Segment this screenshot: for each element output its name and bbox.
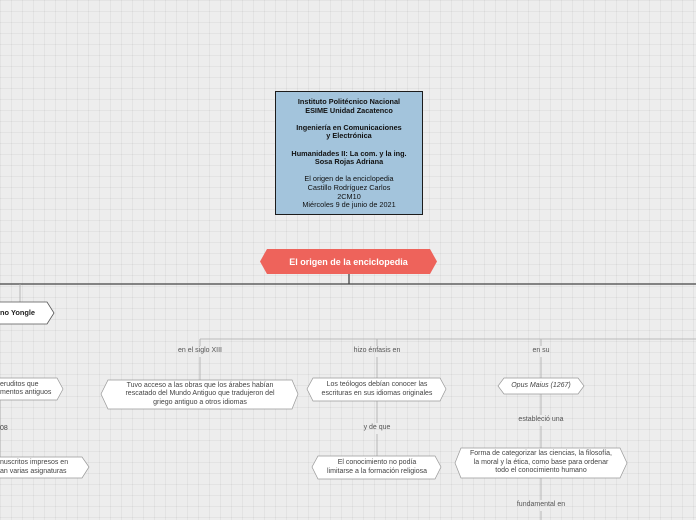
su-connector2-label: fundamental en: [516, 501, 566, 508]
course-name: Humanidades II: La com. y la ing.: [291, 148, 407, 158]
left-main-node[interactable]: no Yongle: [0, 307, 36, 317]
central-connector: [0, 274, 696, 285]
left-fragment-text: 08: [0, 424, 8, 432]
left-child1-outline: [0, 377, 64, 401]
forma-node-line2: la moral y la ética, como base para orde…: [473, 458, 609, 466]
enfasis-node2-line1: El conocimiento no podía: [337, 459, 417, 466]
left-child2-outline: [0, 456, 90, 479]
su-edge-label: en su: [532, 347, 550, 354]
left-child1-node[interactable]: eruditos que mentos antiguos: [0, 378, 58, 400]
group-name: 2CM10: [337, 191, 361, 201]
institution-name: Instituto Politécnico Nacional: [297, 97, 401, 106]
su-connector1-label: estableció una: [518, 416, 564, 423]
enfasis-node2-line2: limitarse a la formación religiosa: [327, 467, 427, 475]
siglo-node[interactable]: Tuvo acceso a las obras que los árabes h…: [104, 380, 296, 409]
siglo-node-outline: [100, 379, 299, 410]
left-child2-line1: nuscritos impresos en: [0, 459, 69, 466]
enfasis-edge-label: hizo énfasis en: [353, 347, 401, 354]
forma-node-line3: todo el conocimiento humano: [495, 467, 587, 475]
siglo-node-line1: Tuvo acceso a las obras que los árabes h…: [126, 381, 274, 389]
central-topic-node[interactable]: El origen de la enciclopedia: [260, 249, 437, 274]
left-child1-line2: mentos antiguos: [0, 389, 52, 396]
teacher-name: Sosa Rojas Adriana: [314, 157, 384, 167]
left-child1-line1: eruditos que: [0, 380, 39, 388]
career-name: Ingeniería en Comunicaciones: [296, 122, 402, 132]
siglo-node-line2: rescatado del Mundo Antiguo que tradujer…: [125, 390, 275, 398]
document-title: El origen de la enciclopedia: [304, 174, 394, 184]
enfasis-node1-line1: Los teólogos debían conocer las: [326, 381, 428, 388]
institution-unit: ESIME Unidad Zacatenco: [305, 105, 393, 115]
enfasis-node1[interactable]: Los teólogos debían conocer las escritur…: [309, 378, 445, 401]
opus-node-outline: [497, 377, 585, 395]
enfasis-node2-outline: [311, 455, 442, 480]
branch-connector: [199, 338, 696, 346]
career-name-2: y Electrónica: [326, 131, 372, 141]
left-main-node-outline: [0, 301, 55, 325]
left-branch-connector: [0, 284, 21, 470]
forma-node[interactable]: Forma de categorizar las ciencias, la fi…: [457, 448, 625, 478]
enfasis-node2[interactable]: El conocimiento no podía limitarse a la …: [314, 456, 440, 479]
left-child2-node[interactable]: nuscritos impresos en an varias asignatu…: [0, 457, 82, 478]
siglo-node-line3: griego antiguo a otros idiomas: [153, 398, 247, 406]
forma-node-line1: Forma de categorizar las ciencias, la fi…: [469, 450, 612, 458]
enfasis-node1-line2: escrituras en sus idiomas originales: [321, 389, 433, 397]
siglo-edge-label: en el siglo XIII: [178, 347, 222, 354]
enfasis-connector-label: y de que: [363, 424, 391, 431]
left-child2-line2: an varias asignaturas: [0, 467, 67, 475]
opus-maius-node[interactable]: Opus Maius (1267): [511, 381, 571, 389]
enfasis-node1-outline: [306, 377, 447, 402]
student-name: Castillo Rodríguez Carlos: [307, 182, 391, 192]
forma-node-outline: [454, 447, 628, 479]
date-text: Miércoles 9 de junio de 2021: [302, 200, 396, 210]
title-info-box[interactable]: Instituto Politécnico Nacional ESIME Uni…: [275, 91, 423, 215]
